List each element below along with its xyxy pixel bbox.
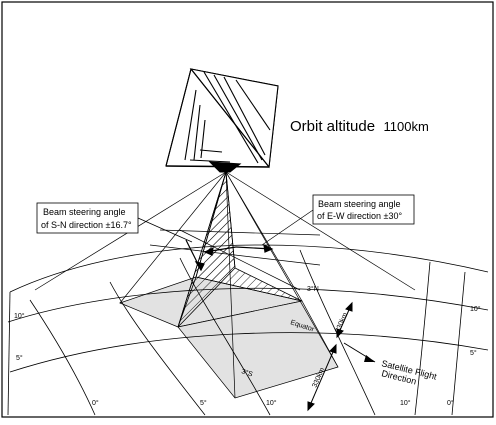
dimension-swath-width: 330km xyxy=(334,312,349,334)
latitude-line-2 xyxy=(9,332,489,373)
callout-sn-leader xyxy=(137,217,193,243)
meridian-3 xyxy=(179,257,271,416)
meridian-2 xyxy=(109,281,206,416)
orbit-value: 1100km xyxy=(384,119,429,134)
steering-arrows xyxy=(185,239,274,272)
label-bottom-10a: 10° xyxy=(266,399,277,407)
label-right-5: 5° xyxy=(470,349,477,357)
meridian-6 xyxy=(451,271,466,416)
callout-sn-box xyxy=(36,202,139,234)
frame xyxy=(1,1,494,418)
meridian-1 xyxy=(29,299,96,416)
callout-ew-line2: of E-W direction ±30° xyxy=(317,211,402,221)
meridian-left-edge xyxy=(7,291,11,416)
label-3n: 3°N xyxy=(307,285,319,293)
dimension-lines xyxy=(307,301,353,412)
meridian-5 xyxy=(414,261,431,416)
callout-sn-line1: Beam steering angle xyxy=(43,207,126,217)
callout-sn-line2: of S-N direction ±16.7° xyxy=(41,220,132,230)
callout-ew-leader xyxy=(261,209,314,246)
label-bottom-5a: 5° xyxy=(200,399,207,407)
label-right-10: 10° xyxy=(470,305,481,313)
label-bottom-10b: 10° xyxy=(400,399,411,407)
callout-ew-line1: Beam steering angle xyxy=(318,199,401,209)
satellite-icon xyxy=(165,68,279,173)
label-bottom-0b: 0° xyxy=(447,399,454,407)
callout-ew-box xyxy=(312,194,415,225)
latitude-line-1 xyxy=(7,287,489,323)
label-bottom-0a: 0° xyxy=(92,399,99,407)
beam-cone-center xyxy=(177,171,236,328)
label-left-5: 5° xyxy=(16,354,23,362)
meridian-4 xyxy=(299,249,376,416)
label-left-10: 10° xyxy=(14,312,25,320)
flight-arrowhead xyxy=(364,355,375,362)
orbit-altitude: Orbit altitude 1100km xyxy=(290,118,429,135)
earth-graticule xyxy=(7,244,489,416)
orbit-label: Orbit altitude xyxy=(290,118,375,135)
label-3s: 3°S xyxy=(240,367,254,378)
